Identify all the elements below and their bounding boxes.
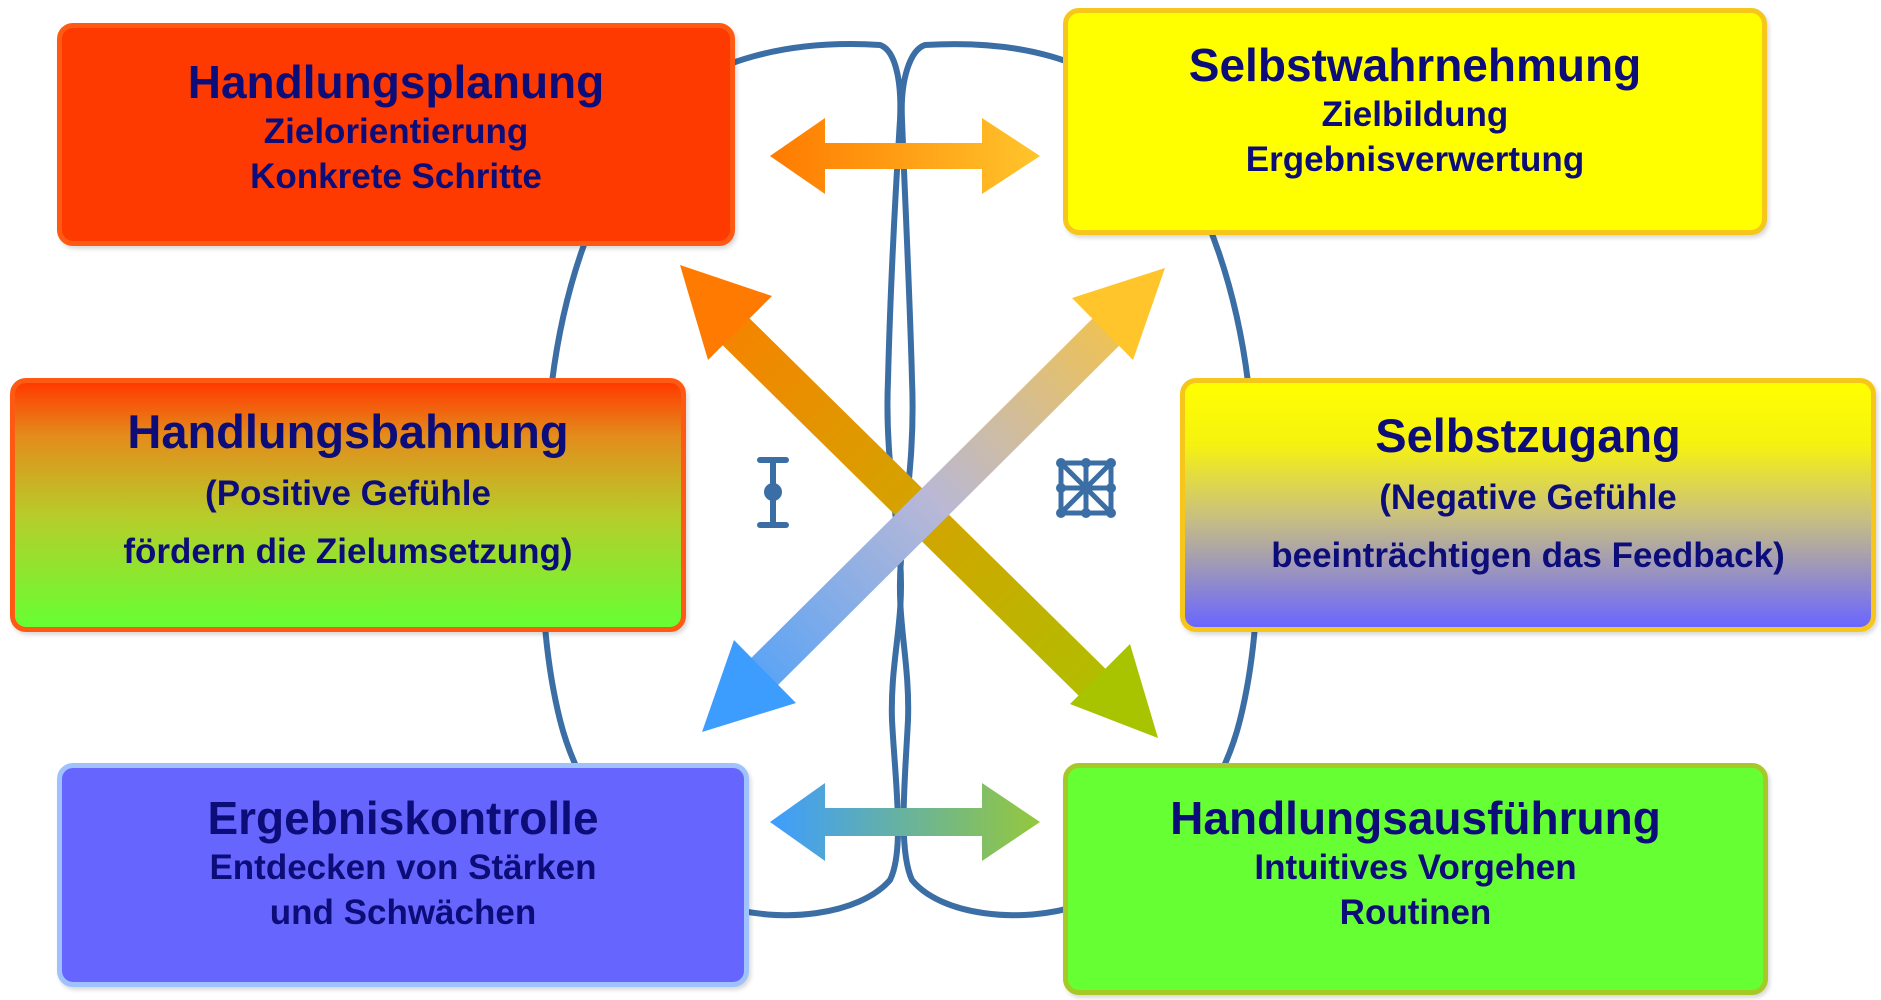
box-title: Ergebniskontrolle bbox=[207, 792, 599, 844]
box-handlungsbahnung: Handlungsbahnung (Positive Gefühle förde… bbox=[10, 378, 686, 632]
box-line: Routinen bbox=[1339, 893, 1492, 933]
box-selbstzugang: Selbstzugang (Negative Gefühle beeinträc… bbox=[1180, 378, 1876, 632]
double-arrow-top bbox=[770, 118, 1040, 194]
double-arrow-diagonal-selbstwahrnehmung-kontrolle bbox=[702, 268, 1165, 732]
box-title: Selbstzugang bbox=[1375, 409, 1681, 462]
box-title: Selbstwahrnehmung bbox=[1188, 39, 1642, 91]
box-line: Zielorientierung bbox=[263, 111, 529, 151]
box-selbstwahrnehmung: Selbstwahrnehmung Zielbildung Ergebnisve… bbox=[1063, 8, 1767, 235]
box-line: Konkrete Schritte bbox=[250, 157, 542, 197]
i-beam-icon bbox=[757, 457, 789, 528]
box-line: (Negative Gefühle bbox=[1379, 478, 1677, 518]
box-handlungsplanung: Handlungsplanung Zielorientierung Konkre… bbox=[57, 23, 735, 246]
box-line: Intuitives Vorgehen bbox=[1254, 847, 1577, 887]
box-line: Entdecken von Stärken bbox=[209, 847, 597, 887]
box-line: beeinträchtigen das Feedback) bbox=[1271, 535, 1785, 575]
box-title: Handlungsplanung bbox=[187, 56, 605, 108]
box-line: Zielbildung bbox=[1321, 94, 1509, 134]
box-handlungsausfuehrung: Handlungsausführung Intuitives Vorgehen … bbox=[1063, 763, 1768, 995]
box-line: und Schwächen bbox=[269, 893, 537, 933]
box-title: Handlungsausführung bbox=[1170, 792, 1661, 844]
box-line: fördern die Zielumsetzung) bbox=[123, 531, 573, 571]
double-arrow-bottom bbox=[770, 783, 1040, 861]
box-line: (Positive Gefühle bbox=[205, 474, 491, 514]
box-line: Ergebnisverwertung bbox=[1245, 140, 1585, 180]
grid-lattice-icon bbox=[1056, 458, 1116, 518]
box-ergebniskontrolle: Ergebniskontrolle Entdecken von Stärken … bbox=[57, 763, 749, 987]
box-title: Handlungsbahnung bbox=[127, 405, 569, 458]
